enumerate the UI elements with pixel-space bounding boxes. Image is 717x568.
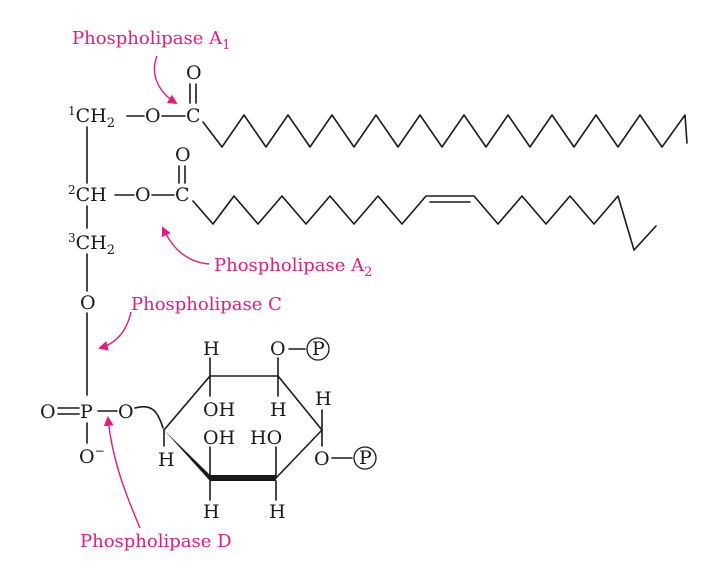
c2-atom: 2CH xyxy=(68,183,107,206)
ring-bond-3 xyxy=(277,375,323,431)
o-ester2-atom: O xyxy=(135,184,151,206)
o-ester1-atom: O xyxy=(145,105,161,127)
p-atom: P xyxy=(80,401,93,423)
phosphate-circle-top xyxy=(306,337,330,361)
phospholipase-a2-label: Phospholipase A2 xyxy=(214,255,372,280)
ring-h-left: H xyxy=(158,449,175,471)
arrow-a1 xyxy=(153,55,178,105)
ring-ho: HO xyxy=(250,427,282,449)
ring-oh-2: OH xyxy=(203,427,235,449)
ring-h-2: H xyxy=(270,399,287,421)
c-carbonyl1-atom: C xyxy=(186,105,201,127)
o-minus-atom: O− xyxy=(79,444,105,468)
ring-h-bot1: H xyxy=(203,501,220,523)
arrow-a2 xyxy=(161,226,210,265)
ring-bond-1 xyxy=(163,375,211,431)
phosphate-circle-right xyxy=(353,446,377,470)
ring-h-right: H xyxy=(315,388,332,410)
ring-bond-6-wedge xyxy=(164,430,210,481)
o-bridge-atom: O xyxy=(80,292,96,314)
ring-bond-4 xyxy=(275,429,323,479)
o-double-atom: O xyxy=(40,401,56,423)
ring-o-top: O xyxy=(270,338,286,360)
ring-p-top: P xyxy=(312,338,325,360)
arrow-d xyxy=(103,416,141,529)
ring-p-right: P xyxy=(359,447,372,469)
phospholipase-a1-label: Phospholipase A1 xyxy=(72,28,230,53)
ring-h-bot2: H xyxy=(269,501,286,523)
o-carbonyl1-atom: O xyxy=(186,62,202,84)
acyl-chain-2 xyxy=(192,195,657,251)
ring-o-right: O xyxy=(314,448,330,470)
c3-atom: 3CH2 xyxy=(68,231,115,258)
o-carbonyl2-atom: O xyxy=(175,144,191,166)
bond-o-inositol xyxy=(134,405,164,429)
o-ring-link-atom: O xyxy=(118,401,134,423)
arrow-c xyxy=(98,311,132,351)
ring-h-top1: H xyxy=(203,338,220,360)
phospholipase-d-label: Phospholipase D xyxy=(80,531,232,552)
c1-atom: 1CH2 xyxy=(68,104,115,131)
c-carbonyl2-atom: C xyxy=(175,184,190,206)
ring-oh-1: OH xyxy=(203,399,235,421)
phospholipase-c-label: Phospholipase C xyxy=(131,294,282,315)
acyl-chain-1 xyxy=(202,114,688,148)
